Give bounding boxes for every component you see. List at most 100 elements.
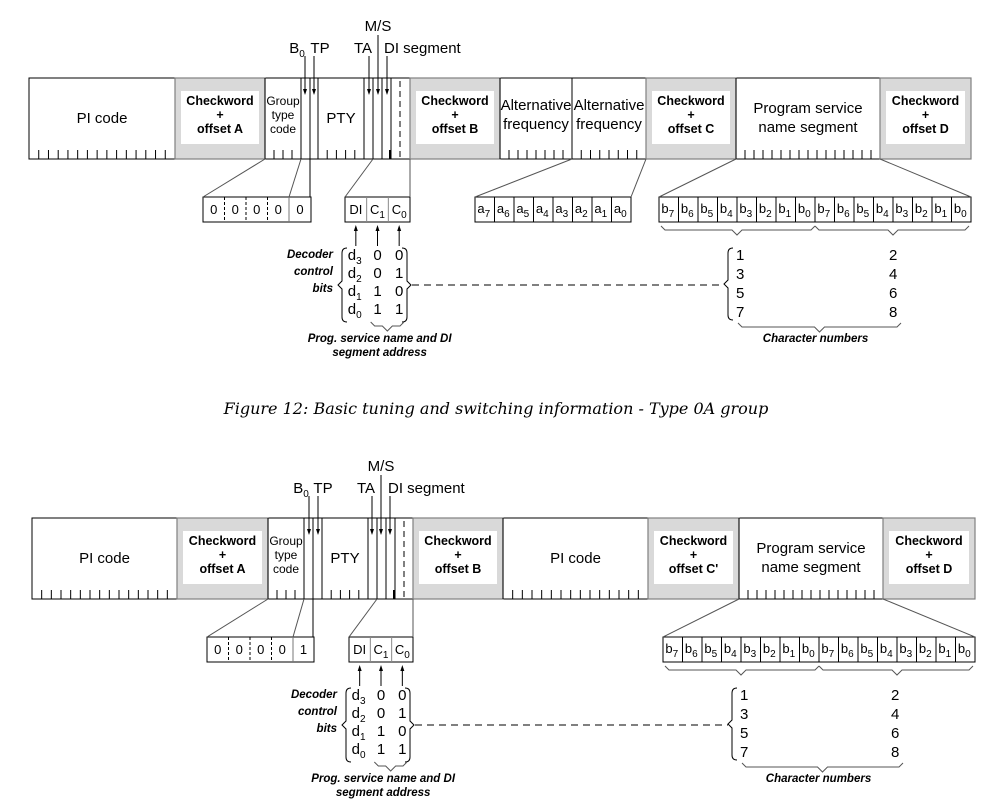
af-bit: a5 (516, 201, 529, 220)
ps-bit: b3 (899, 641, 912, 660)
block-label: Group (269, 534, 303, 548)
di-cell: DI (353, 642, 366, 657)
ps-bit: b5 (856, 201, 869, 220)
block-checkword: Checkword+offset D (879, 77, 972, 160)
left-brace-icon (337, 247, 348, 323)
ps-bit: b0 (954, 201, 967, 220)
subscript: 4 (727, 209, 733, 220)
main-glyph: a (536, 201, 544, 216)
brace-icon (373, 761, 408, 772)
subscript: 3 (751, 649, 757, 660)
subscript: 0 (404, 650, 410, 661)
decoder-label: control (294, 266, 334, 278)
block-label: Program service (756, 540, 865, 557)
main-glyph: a (477, 201, 485, 216)
decoder-c0-value: 1 (395, 265, 403, 282)
subscript: 5 (708, 209, 714, 220)
b0-label: B0 (293, 480, 309, 500)
block-label: PI code (77, 110, 128, 127)
offset-label: offset A (197, 122, 243, 136)
checkword-label: Checkword (189, 534, 256, 548)
expansion-line (288, 158, 302, 198)
checkword-plus: + (451, 108, 458, 122)
main-glyph: DI (353, 642, 366, 657)
di-cell: C0 (395, 642, 410, 661)
arrowhead-icon (388, 529, 392, 535)
arrowhead-icon (370, 529, 374, 535)
right-brace-icon (404, 687, 415, 763)
block-label: name segment (758, 119, 858, 136)
di-segment-label: DI segment (388, 480, 466, 497)
main-glyph: b (739, 201, 746, 216)
subscript: 5 (712, 649, 718, 660)
checkword-label: Checkword (892, 94, 959, 108)
ps-bit: b1 (782, 641, 795, 660)
decoder-label: Decoder (291, 689, 338, 701)
di-segment-label: DI segment (384, 40, 462, 57)
di-cell: C0 (392, 202, 407, 221)
checkword-plus: + (454, 548, 461, 562)
decoder-bit-name: d1 (348, 283, 362, 303)
decoder-label: control (298, 706, 338, 718)
main-glyph: a (594, 201, 602, 216)
group-code-bit: 0 (214, 642, 221, 657)
decoder-c1-value: 1 (373, 301, 381, 318)
main-glyph: b (954, 201, 961, 216)
subscript: 0 (303, 489, 309, 500)
af-bit: a3 (555, 201, 568, 220)
offset-label: offset B (435, 562, 482, 576)
group-code-bit: 0 (296, 202, 303, 217)
checkword-label: Checkword (895, 534, 962, 548)
char-number: 2 (891, 687, 899, 704)
main-glyph: b (821, 641, 828, 656)
af-bit: a7 (477, 201, 490, 220)
subscript: 1 (356, 292, 362, 303)
character-numbers-label: Character numbers (763, 333, 868, 345)
main-glyph: b (778, 201, 785, 216)
main-glyph: b (681, 201, 688, 216)
offset-label: offset C' (669, 562, 719, 576)
main-glyph: d (352, 741, 360, 758)
ps-bit: b3 (743, 641, 756, 660)
ps-bit: b7 (821, 641, 834, 660)
address-label: Prog. service name and DI (308, 333, 453, 345)
offset-label: offset C (668, 122, 715, 136)
main-glyph: a (614, 201, 622, 216)
main-glyph: C (370, 202, 379, 217)
expansion-line (879, 158, 972, 198)
group-code-bit: 0 (257, 642, 264, 657)
ms-label: M/S (368, 458, 395, 475)
brace-icon (741, 762, 904, 773)
subscript: 0 (401, 210, 407, 221)
main-glyph: b (763, 641, 770, 656)
decoder-c1-value: 0 (373, 265, 381, 282)
decoder-bit-name: d2 (352, 705, 366, 725)
char-number: 7 (736, 304, 744, 321)
checkword-label-box (652, 91, 730, 144)
char-number: 5 (736, 285, 744, 302)
decoder-label: Decoder (287, 249, 334, 261)
decoder-bit-name: d1 (352, 723, 366, 743)
subscript: 2 (360, 714, 366, 725)
subscript: 1 (790, 649, 796, 660)
main-glyph: b (743, 641, 750, 656)
char-number: 1 (740, 687, 748, 704)
group-code-bit: 0 (236, 642, 243, 657)
main-glyph: b (685, 641, 692, 656)
ps-bit: b6 (681, 201, 694, 220)
brace-icon (814, 225, 970, 236)
subscript: 1 (786, 209, 792, 220)
checkword-plus: + (219, 548, 226, 562)
ps-bit: b7 (817, 201, 830, 220)
left-brace-icon (723, 247, 734, 321)
decoder-c1-value: 0 (373, 247, 381, 264)
main-glyph: b (934, 201, 941, 216)
subscript: 0 (805, 209, 811, 220)
group-code-bit: 0 (232, 202, 239, 217)
ps-bit: b2 (915, 201, 928, 220)
right-brace-icon (401, 247, 412, 323)
